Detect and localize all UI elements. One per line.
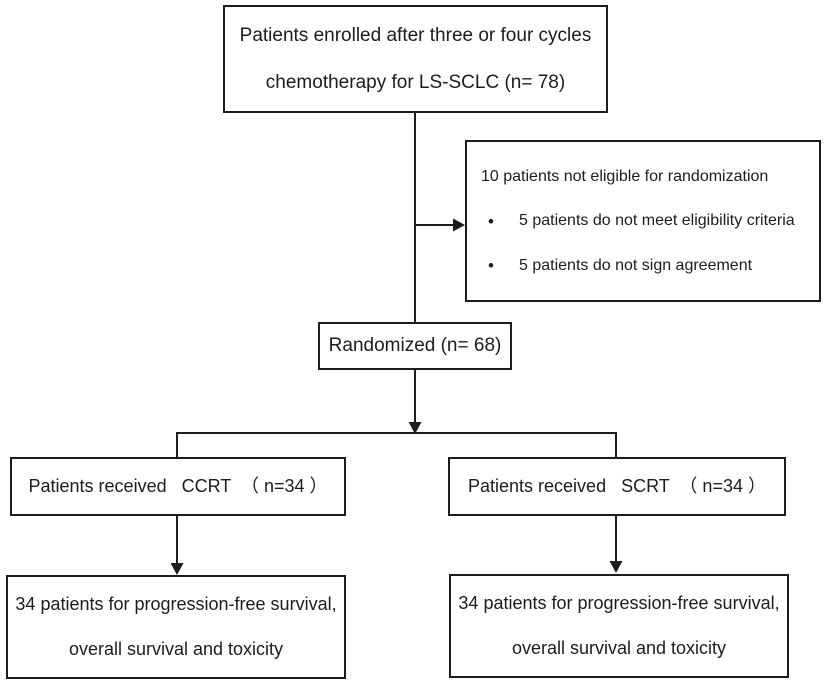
connector-split-bar bbox=[176, 432, 617, 457]
ccrt-outcome-box: 34 patients for progression-free surviva… bbox=[6, 575, 346, 679]
enrolled-text-line1: Patients enrolled after three or four cy… bbox=[239, 24, 592, 46]
exclusion-bullet-item: • 5 patients do not meet eligibility cri… bbox=[481, 212, 809, 232]
exclusion-header: 10 patients not eligible for randomizati… bbox=[481, 168, 769, 185]
ccrt-arm-box: Patients received CCRT （ n=34 ） bbox=[10, 457, 346, 516]
scrt-outcome-box: 34 patients for progression-free surviva… bbox=[449, 574, 789, 678]
exclusion-bullet-text-1: 5 patients do not meet eligibility crite… bbox=[519, 212, 795, 230]
exclusion-bullet-item: • 5 patients do not sign agreement bbox=[481, 256, 809, 276]
arrow-right-icon bbox=[453, 218, 465, 232]
ccrt-outcome-line1: 34 patients for progression-free surviva… bbox=[15, 594, 337, 615]
randomized-box: Randomized (n= 68) bbox=[318, 322, 512, 370]
ccrt-outcome-line2: overall survival and toxicity bbox=[68, 639, 284, 659]
exclusion-bullet-text-2: 5 patients do not sign agreement bbox=[519, 257, 753, 275]
bullet-icon: • bbox=[488, 256, 494, 276]
ccrt-arm-text: Patients received CCRT （ n=34 ） bbox=[28, 476, 328, 497]
arrow-down-icon bbox=[170, 563, 184, 575]
scrt-arm-box: Patients received SCRT （ n=34 ） bbox=[448, 457, 786, 516]
enrolled-text-line2: chemotherapy for LS-SCLC (n= 78) bbox=[265, 71, 566, 93]
enrolled-box: Patients enrolled after three or four cy… bbox=[223, 5, 608, 113]
bullet-icon: • bbox=[488, 211, 494, 231]
exclusion-box: 10 patients not eligible for randomizati… bbox=[465, 140, 821, 302]
arrow-down-icon bbox=[408, 422, 422, 434]
scrt-arm-text: Patients received SCRT （ n=34 ） bbox=[468, 476, 766, 497]
scrt-outcome-line1: 34 patients for progression-free surviva… bbox=[458, 593, 780, 614]
scrt-outcome-line2: overall survival and toxicity bbox=[511, 638, 727, 658]
randomized-text: Randomized (n= 68) bbox=[328, 335, 502, 357]
arrow-down-icon bbox=[609, 561, 623, 573]
